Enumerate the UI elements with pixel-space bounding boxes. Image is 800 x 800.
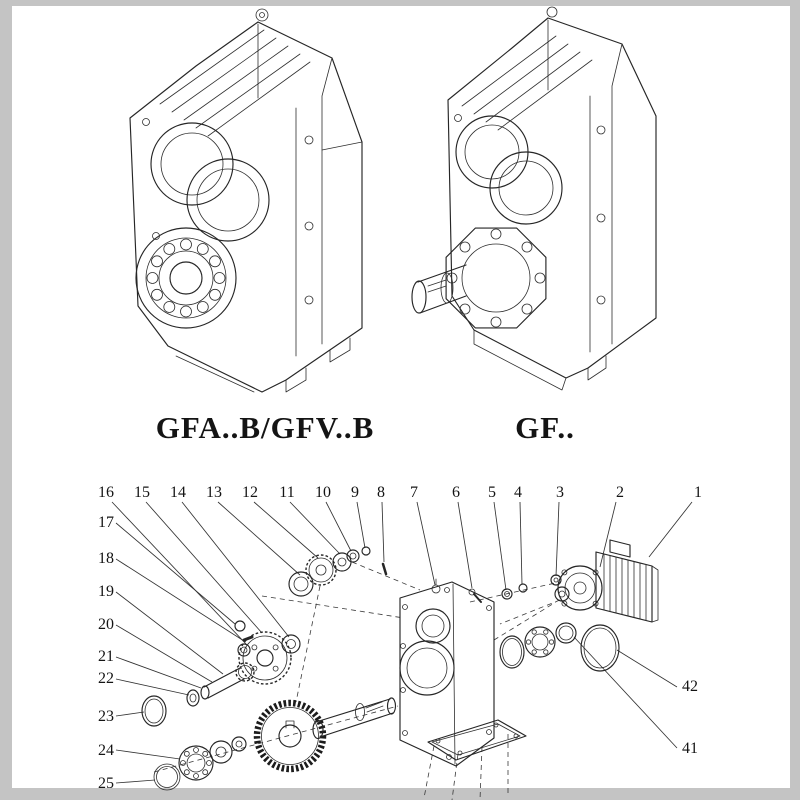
page-paper bbox=[12, 6, 790, 788]
assembly-axis-lines bbox=[153, 561, 561, 800]
figure-gf bbox=[411, 6, 657, 391]
callout-11: 11 bbox=[279, 484, 294, 501]
callout-12: 12 bbox=[242, 484, 258, 501]
callout-41: 41 bbox=[682, 740, 698, 757]
caption-gf: GF.. bbox=[515, 410, 575, 445]
callout-21: 21 bbox=[98, 648, 114, 665]
callout-23: 23 bbox=[98, 708, 114, 725]
callout-7: 7 bbox=[410, 484, 418, 501]
caption-gfab-gfvb: GFA..B/GFV..B bbox=[155, 410, 375, 445]
callout-24: 24 bbox=[98, 742, 114, 759]
callout-2: 2 bbox=[616, 484, 624, 501]
callout-10: 10 bbox=[315, 484, 331, 501]
callout-3: 3 bbox=[556, 484, 564, 501]
callout-labels: 16 15 14 13 12 11 10 9 8 7 6 5 4 3 2 1 1… bbox=[98, 484, 702, 792]
callout-18: 18 bbox=[98, 550, 114, 567]
callout-22: 22 bbox=[98, 670, 114, 687]
callout-9: 9 bbox=[351, 484, 359, 501]
callout-16: 16 bbox=[98, 484, 114, 501]
callout-19: 19 bbox=[98, 583, 114, 600]
callout-42: 42 bbox=[682, 678, 698, 695]
callout-4: 4 bbox=[514, 484, 522, 501]
callout-14: 14 bbox=[170, 484, 186, 501]
figure-gfab-gfvb bbox=[129, 8, 363, 393]
callout-15: 15 bbox=[134, 484, 150, 501]
exploded-parts bbox=[141, 539, 659, 791]
exploded-view: 16 15 14 13 12 11 10 9 8 7 6 5 4 3 2 1 1… bbox=[98, 484, 702, 800]
callout-20: 20 bbox=[98, 616, 114, 633]
callout-8: 8 bbox=[377, 484, 385, 501]
callout-17: 17 bbox=[98, 514, 114, 531]
leader-lines bbox=[111, 501, 693, 784]
callout-5: 5 bbox=[488, 484, 496, 501]
callout-13: 13 bbox=[206, 484, 222, 501]
callout-6: 6 bbox=[452, 484, 460, 501]
callout-1: 1 bbox=[694, 484, 702, 501]
callout-25: 25 bbox=[98, 775, 114, 792]
